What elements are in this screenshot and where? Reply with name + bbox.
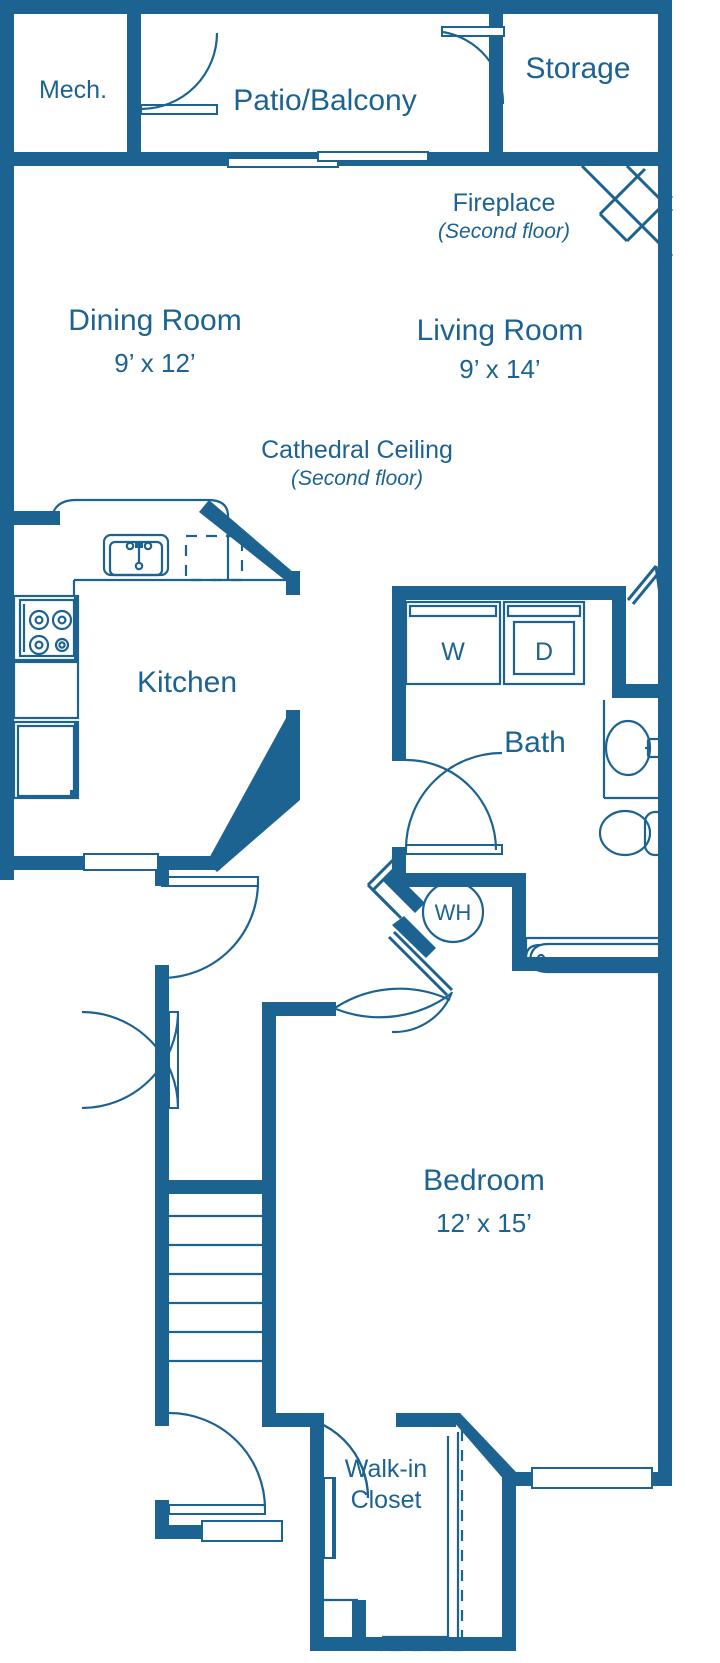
dishwasher-icon bbox=[184, 534, 244, 582]
plan-labels: Mech. Patio/Balcony Storage Fireplace (S… bbox=[39, 52, 631, 1514]
label-fireplace-note: (Second floor) bbox=[438, 220, 570, 243]
wall-bedroom-right bbox=[658, 970, 672, 1480]
label-cathedral: Cathedral Ceiling bbox=[261, 436, 453, 464]
water-heater-icon bbox=[421, 880, 485, 944]
hall-closet-door bbox=[626, 565, 667, 605]
wall-hall-closet-bottom bbox=[612, 684, 672, 698]
wall-kitchen-diagonal-lower bbox=[207, 718, 300, 872]
label-living-dim: 9’ x 14’ bbox=[459, 354, 540, 384]
label-patio: Patio/Balcony bbox=[233, 84, 416, 117]
wall-bath-bottom-vert bbox=[512, 873, 526, 971]
wall-closet-bottom-nub bbox=[352, 1600, 366, 1651]
kitchen-counter-top-edge bbox=[14, 498, 230, 580]
dryer-icon: D bbox=[502, 600, 586, 686]
wall-kitchen-diagonal-upper bbox=[199, 500, 300, 592]
refrigerator-icon bbox=[12, 720, 80, 800]
label-dining-dim: 9’ x 12’ bbox=[114, 348, 195, 378]
mech-door bbox=[140, 32, 219, 115]
wall-entry-jamb bbox=[155, 870, 169, 886]
washer-icon: W bbox=[404, 600, 502, 686]
wall-closet-diagonal bbox=[446, 1413, 516, 1482]
wall-left-kitchen-cap bbox=[0, 856, 14, 880]
wall-kitchen-diag-cap bbox=[286, 571, 300, 595]
bedroom-door bbox=[81, 1010, 180, 1110]
range-stove-icon bbox=[12, 594, 80, 662]
kitchen-base-cabinet bbox=[12, 660, 80, 720]
wall-left-mech bbox=[0, 0, 14, 166]
dryer-label: D bbox=[535, 638, 553, 666]
wall-mech-patio bbox=[127, 14, 141, 166]
sliding-glass-door bbox=[227, 151, 429, 168]
storage-door bbox=[441, 26, 505, 105]
wall-wh-diag-upper-fill bbox=[382, 871, 425, 913]
label-dining: Dining Room bbox=[68, 304, 241, 337]
wall-hall-top bbox=[262, 1002, 336, 1016]
hallway-group bbox=[81, 965, 453, 1216]
label-kitchen: Kitchen bbox=[137, 666, 237, 699]
wall-closet-right bbox=[502, 1472, 516, 1651]
wall-bath-top bbox=[392, 586, 626, 600]
wall-left-living bbox=[0, 166, 14, 870]
wall-bath-left bbox=[392, 586, 406, 761]
bath-door bbox=[404, 751, 503, 855]
window-kitchen bbox=[83, 853, 159, 871]
wall-laundry-right bbox=[612, 586, 626, 698]
wall-closet-left bbox=[310, 1426, 324, 1651]
lower-left-door bbox=[168, 1411, 267, 1515]
label-bath: Bath bbox=[504, 726, 566, 759]
wall-bath-bottom bbox=[512, 957, 672, 971]
wall-right-upper bbox=[658, 0, 672, 166]
entry-door bbox=[155, 870, 260, 980]
wall-closet-bottom bbox=[310, 1637, 516, 1651]
wall-hall-right bbox=[262, 1010, 276, 1216]
wall-kitchen-nub-left bbox=[14, 511, 60, 525]
label-fireplace: Fireplace bbox=[453, 189, 556, 217]
window-bedroom bbox=[531, 1467, 653, 1489]
walkin-closet-group bbox=[262, 1413, 516, 1652]
label-living: Living Room bbox=[417, 314, 584, 347]
label-cathedral-note: (Second floor) bbox=[291, 467, 423, 490]
bath-laundry-group: W D bbox=[392, 565, 672, 974]
lower-left-group bbox=[155, 1411, 283, 1542]
wall-kitchen-lower-cap bbox=[286, 710, 300, 734]
wall-top-outer bbox=[0, 0, 672, 14]
bedroom-door-swing-2 bbox=[331, 987, 451, 1011]
water-heater-closet: WH bbox=[366, 855, 485, 1034]
toilet-icon bbox=[598, 809, 669, 857]
walkin-closet-door bbox=[285, 1414, 370, 1559]
washer-label: W bbox=[441, 638, 465, 666]
wall-patio-storage bbox=[489, 14, 503, 166]
label-walkin-1: Walk-in bbox=[345, 1455, 427, 1483]
bedroom-walls bbox=[502, 970, 672, 1489]
wall-hall-left bbox=[155, 965, 169, 1215]
water-heater-label: WH bbox=[435, 900, 472, 925]
label-walkin-2: Closet bbox=[351, 1486, 422, 1514]
label-bedroom-dim: 12’ x 15’ bbox=[436, 1208, 532, 1238]
vanity-sink-icon bbox=[602, 700, 672, 800]
wall-lower-left-jamb bbox=[155, 1500, 169, 1528]
label-storage: Storage bbox=[525, 52, 630, 85]
wh-door-upper bbox=[366, 855, 403, 920]
kitchen-group bbox=[0, 498, 300, 880]
wall-closet-top-left bbox=[262, 1413, 324, 1427]
top-band-group bbox=[0, 0, 672, 168]
window-lower-left bbox=[201, 1520, 283, 1542]
living-dining-walls bbox=[0, 166, 672, 970]
kitchen-sink-icon bbox=[102, 533, 170, 577]
stairs-icon bbox=[155, 1180, 276, 1426]
wall-wh-diag-lower bbox=[392, 916, 436, 958]
wall-bath-bottom-left bbox=[392, 873, 526, 887]
label-mech: Mech. bbox=[39, 76, 107, 104]
label-bedroom: Bedroom bbox=[423, 1164, 545, 1197]
wall-hall-corner bbox=[322, 1002, 336, 1016]
wall-right-living bbox=[658, 166, 672, 970]
wall-closet-top-right bbox=[396, 1413, 456, 1427]
